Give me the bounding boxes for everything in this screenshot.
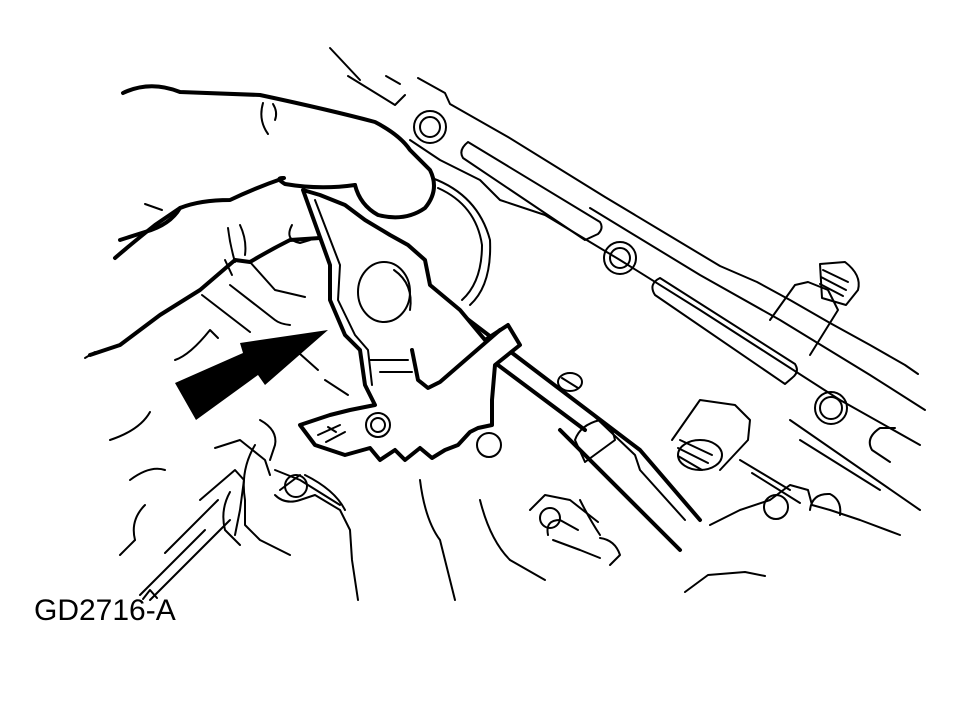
valve-body: [329, 47, 926, 463]
figure-label: GD2716-A: [34, 594, 176, 627]
callout-arrow[interactable]: [175, 330, 328, 420]
detent-lever: [298, 188, 522, 462]
bore-boss: [431, 177, 492, 306]
lower-casting: [109, 411, 621, 601]
hand: [84, 84, 436, 396]
